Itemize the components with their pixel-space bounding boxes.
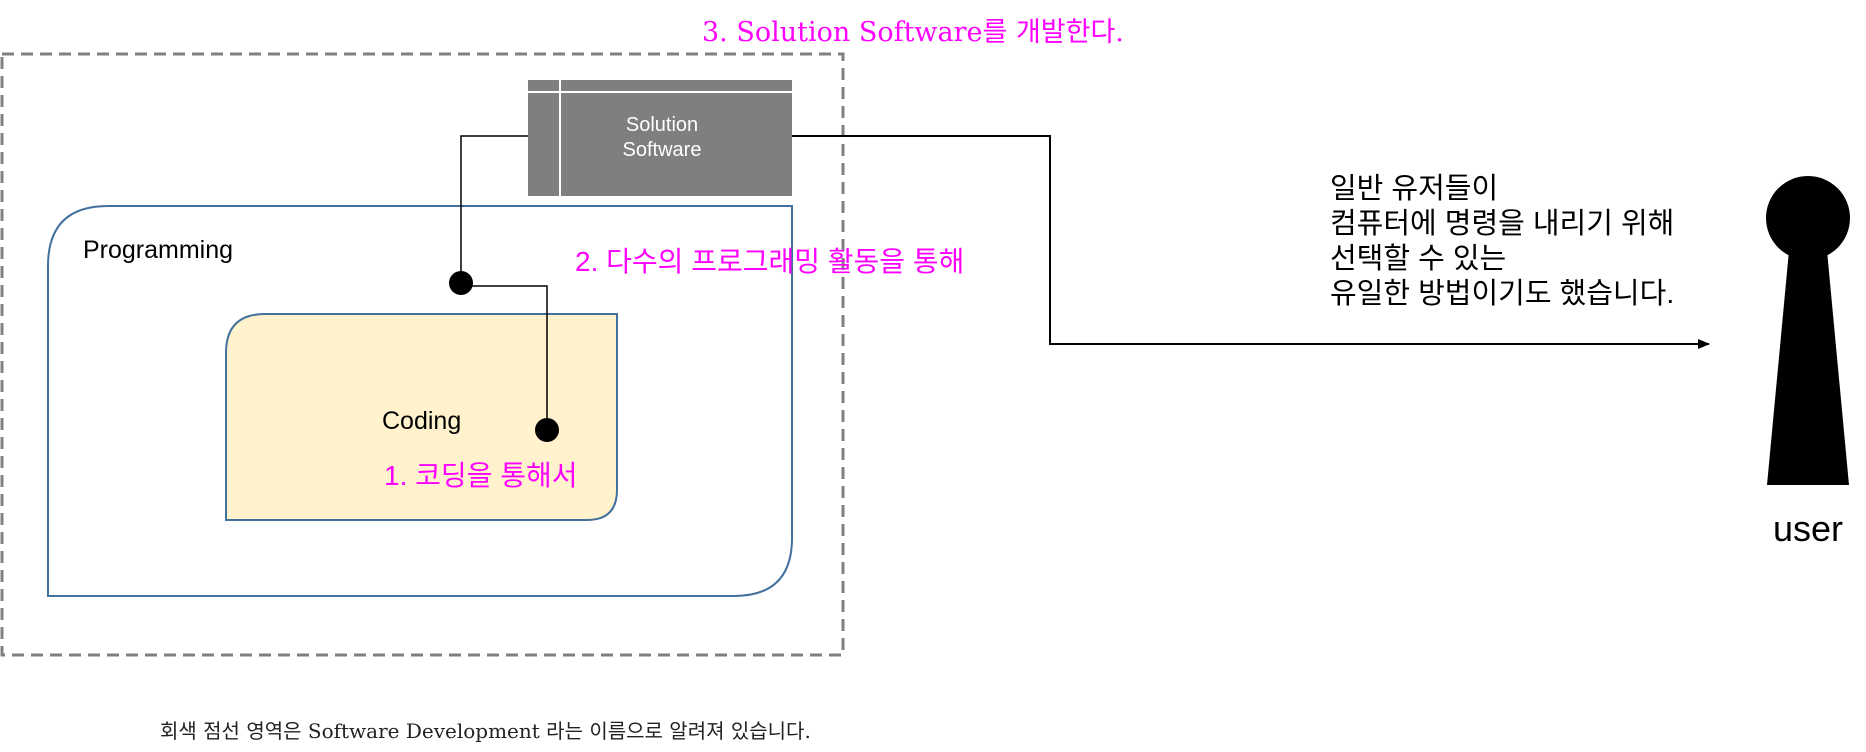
user-description: 일반 유저들이 컴퓨터에 명령을 내리기 위해 선택할 수 있는 유일한 방법이… bbox=[1330, 172, 1674, 312]
caption: 회색 점선 영역은 Software Development 라는 이름으로 알… bbox=[160, 719, 811, 743]
programming-label: Programming bbox=[83, 236, 234, 264]
coding-dot bbox=[535, 418, 559, 442]
solution-label-line2: Software bbox=[622, 139, 702, 161]
user-icon bbox=[1766, 176, 1850, 485]
step2-label: 2. 다수의 프로그래밍 활동을 통해 bbox=[575, 246, 965, 277]
coding-box bbox=[225, 313, 618, 521]
solution-software-block bbox=[528, 80, 792, 196]
user-description-line: 일반 유저들이 bbox=[1330, 173, 1499, 205]
programming-to-solution-connector bbox=[460, 135, 528, 283]
software-development-region bbox=[0, 52, 845, 657]
programming-dot bbox=[449, 271, 473, 295]
coding-to-programming-connector bbox=[461, 285, 548, 430]
solution-to-user-arrow bbox=[792, 135, 1710, 349]
user-description-line: 컴퓨터에 명령을 내리기 위해 bbox=[1330, 208, 1675, 240]
step3-label: 3. Solution Software를 개발한다. bbox=[702, 17, 1124, 48]
user-description-line: 유일한 방법이기도 했습니다. bbox=[1330, 278, 1675, 310]
coding-label: Coding bbox=[382, 407, 462, 435]
solution-software-label: Solution Software bbox=[531, 80, 793, 196]
solution-label-line1: Solution bbox=[625, 114, 699, 136]
user-label: user bbox=[1773, 508, 1844, 549]
user-description-line: 선택할 수 있는 bbox=[1330, 243, 1507, 275]
step1-label: 1. 코딩을 통해서 bbox=[384, 460, 578, 491]
